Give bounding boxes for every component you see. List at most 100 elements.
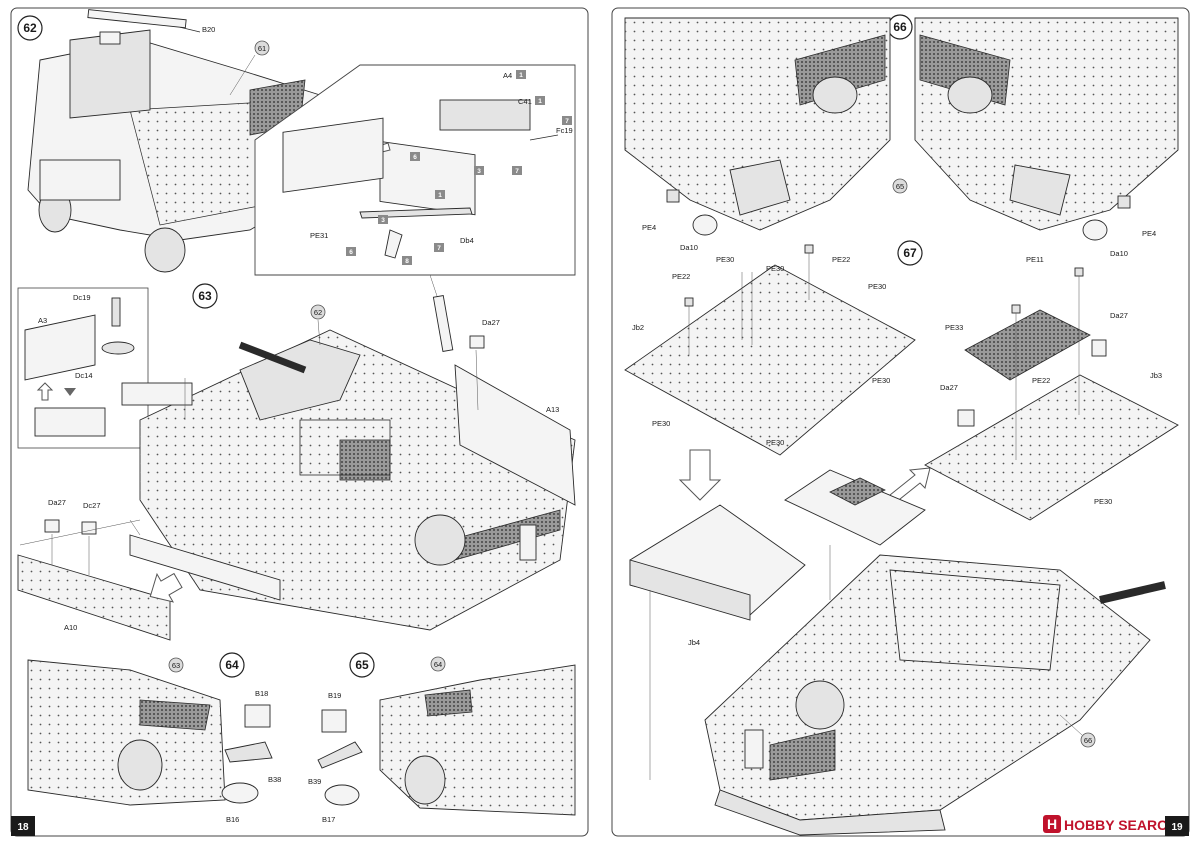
label-pe22-a: PE22 [672, 272, 690, 281]
label-b39: B39 [308, 777, 321, 786]
step-63-fighting-compartment [299, 419, 391, 476]
paint-c4: 6 [413, 154, 417, 161]
ref-61-badge [254, 40, 270, 56]
step-64: 64 63 B18 B38 B16 [27, 652, 281, 824]
step-67-exhaust [744, 729, 764, 769]
part-pe11-a [1011, 304, 1021, 314]
part-periscope [432, 295, 454, 352]
label-pe4-a: PE4 [642, 223, 656, 232]
label-pe30-f: PE30 [766, 438, 784, 447]
label-fc19: Fc19 [556, 126, 573, 135]
part-b16 [221, 782, 259, 804]
step-63-engine [414, 514, 466, 566]
watermark: H HOBBY SEARCH [1043, 815, 1177, 833]
paint-c5: 3 [477, 168, 481, 175]
right-page-number-box [1165, 816, 1189, 836]
paint-c1: 1 [519, 72, 523, 79]
part-pe22-a [684, 297, 694, 307]
step-64-grille [139, 699, 211, 731]
label-b20: B20 [202, 25, 215, 34]
step-64-sprocket [117, 739, 163, 791]
label-jb4: Jb4 [688, 638, 700, 647]
paint-c7: 1 [438, 192, 442, 199]
label-a13: A13 [546, 405, 559, 414]
label-a10: A10 [64, 623, 77, 632]
step-64-number: 64 [225, 658, 239, 672]
label-dc14: Dc14 [75, 371, 93, 380]
ref-65-text: 65 [896, 182, 904, 191]
step-67-rear-grille [769, 729, 836, 781]
label-jb3: Jb3 [1150, 371, 1162, 380]
label-pe22-c: PE22 [1032, 376, 1050, 385]
label-da10-a: Da10 [680, 243, 698, 252]
part-da27-c [1091, 339, 1107, 357]
part-da27-b [44, 519, 60, 533]
label-pe4-b: PE4 [1142, 229, 1156, 238]
step-65: 65 64 B19 B39 B17 [308, 652, 576, 824]
part-da27-a [469, 335, 485, 349]
watermark-text: HOBBY SEARCH [1064, 817, 1177, 833]
ref-62-badge [310, 304, 326, 320]
part-a13 [454, 364, 576, 506]
label-da27-a: Da27 [482, 318, 500, 327]
step-67-tracks [714, 789, 946, 836]
label-pe33: PE33 [945, 323, 963, 332]
label-a4: A4 [503, 71, 512, 80]
step-67-gun-barrel [1099, 581, 1166, 604]
step-62-transmission [39, 159, 121, 201]
right-page-number: 19 [1171, 822, 1183, 833]
part-dc14 [101, 341, 135, 355]
step-67-mesh-assembly [784, 469, 926, 546]
step-62-hatch [99, 31, 121, 45]
part-da27-d [957, 409, 975, 427]
part-c41 [439, 99, 531, 131]
step-63-exhaust [519, 524, 537, 561]
step-63-engine-deck-mesh [339, 439, 391, 481]
label-b16: B16 [226, 815, 239, 824]
step-62-number: 62 [23, 21, 37, 35]
paint-c6: 7 [515, 168, 519, 175]
step-64-badge [219, 652, 245, 678]
part-a3 [24, 314, 96, 381]
label-dc19: Dc19 [73, 293, 91, 302]
label-db4: Db4 [460, 236, 474, 245]
svg-text:H: H [1047, 816, 1057, 832]
step-66-number: 66 [893, 20, 907, 34]
label-da10-b: Da10 [1110, 249, 1128, 258]
label-a3: A3 [38, 316, 47, 325]
label-pe31: PE31 [310, 231, 328, 240]
paint-c11: 8 [405, 258, 409, 265]
label-b18: B18 [255, 689, 268, 698]
part-da10-b [1082, 219, 1108, 241]
label-pe30-c: PE30 [868, 282, 886, 291]
ref-65-badge [892, 178, 908, 194]
label-dc27: Dc27 [83, 501, 101, 510]
detail-arrow-up [36, 382, 54, 401]
part-a3-on-hull [121, 382, 193, 406]
part-pe4-b [1117, 195, 1131, 209]
ref-66-badge [1080, 732, 1096, 748]
detail-arrow-down [64, 388, 76, 396]
part-pe11-b [1074, 267, 1084, 277]
part-dc19 [111, 297, 121, 327]
label-da27-c: Da27 [1110, 311, 1128, 320]
label-da27-b: Da27 [48, 498, 66, 507]
step-67-badge [897, 240, 923, 266]
label-jb2: Jb2 [632, 323, 644, 332]
step-66-left-track-guard [729, 159, 791, 216]
part-b19 [321, 709, 347, 733]
ref-64-text: 64 [434, 660, 442, 669]
ref-63-badge [168, 657, 184, 673]
part-b18 [244, 704, 271, 728]
label-pe22-b: PE22 [832, 255, 850, 264]
label-pe30-g: PE30 [1094, 497, 1112, 506]
watermark-logo-mark [1043, 815, 1061, 833]
step-67-engine [795, 680, 845, 730]
label-b19: B19 [328, 691, 341, 700]
label-b17: B17 [322, 815, 335, 824]
detail-callout-gun-mount: A4 1 C41 1 7 Fc19 6 3 7 1 PE31 Db4 3 6 7… [254, 64, 576, 306]
label-pe30-a: PE30 [716, 255, 734, 264]
part-pe33-mesh [964, 309, 1091, 381]
step-63-badge [192, 283, 218, 309]
